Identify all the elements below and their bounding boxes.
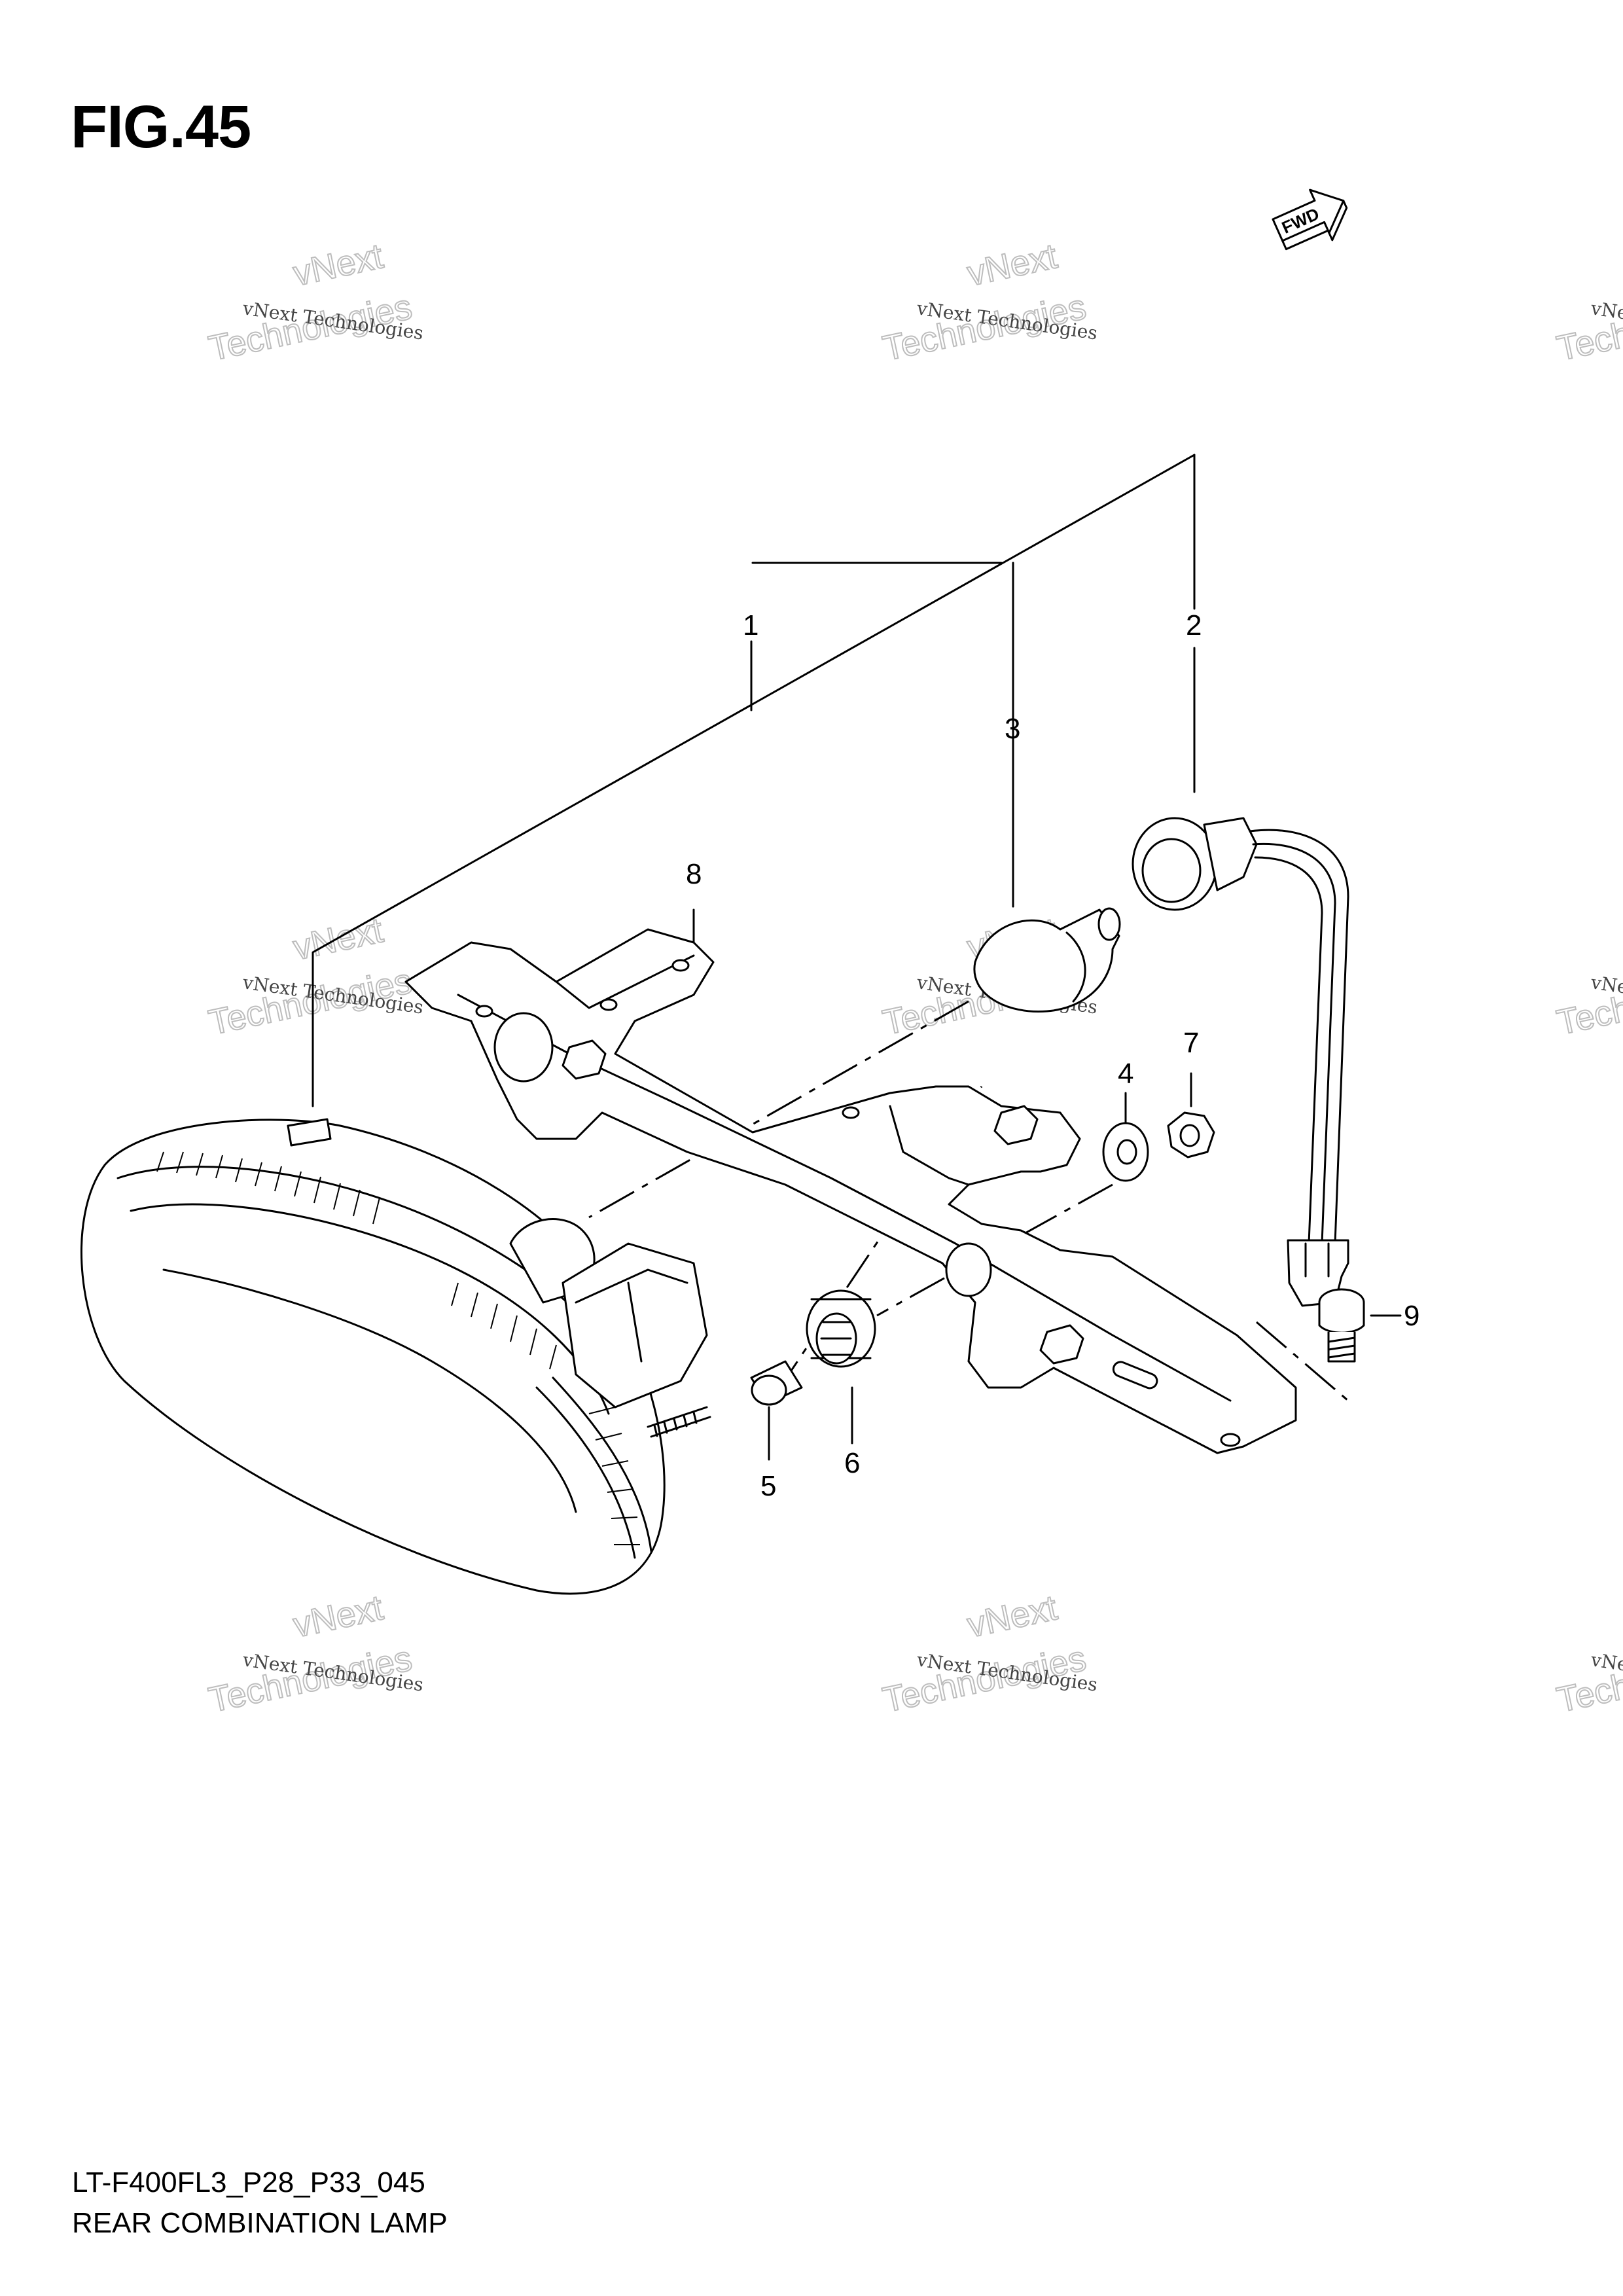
watermark: vNext Technologies vNext Technologies (205, 236, 425, 369)
watermark: vNext Technologies vNext Technologies (1553, 961, 1623, 1043)
bulb-part (973, 907, 1121, 1013)
callout-4: 4 (1118, 1058, 1133, 1090)
figure-title: FIG.45 (71, 94, 251, 160)
callout-9: 9 (1404, 1300, 1419, 1332)
watermark-big-1: vNext (290, 236, 387, 293)
bolt-part (1318, 1288, 1365, 1363)
watermark: vNext Technologies vNext Technologies (205, 910, 425, 1043)
callout-8: 8 (686, 858, 702, 890)
callout-1: 1 (743, 609, 758, 641)
grommet-part (806, 1289, 876, 1368)
watermark-big-2: Technologies (1554, 961, 1623, 1043)
lens-hatching (156, 1151, 640, 1545)
callout-labels: 1 2 3 4 5 6 7 8 9 (686, 609, 1419, 1502)
callout-5: 5 (760, 1470, 776, 1502)
socket-harness-part (1132, 817, 1349, 1307)
watermark-big-1: vNext (964, 1588, 1061, 1645)
watermark: vNext Technologies vNext Technologies (1553, 287, 1623, 369)
watermark-big-2: Technologies (1554, 1639, 1623, 1720)
fwd-arrow-icon: FWD (1272, 188, 1348, 251)
watermark-big-1: vNext (964, 236, 1061, 293)
leader-lines (312, 454, 1402, 1461)
watermark-big-2: Technologies (1554, 287, 1623, 368)
nut-part (1167, 1111, 1215, 1158)
section-name: REAR COMBINATION LAMP (72, 2207, 448, 2239)
tail-lamp-assembly (80, 1118, 711, 1595)
callout-6: 6 (844, 1447, 860, 1479)
watermark: vNext Technologies vNext Technologies (205, 1587, 425, 1721)
callout-3: 3 (1005, 713, 1020, 745)
model-code: LT-F400FL3_P28_P33_045 (72, 2166, 425, 2198)
watermark: vNext Technologies vNext Technologies (879, 1587, 1099, 1721)
callout-7: 7 (1183, 1027, 1199, 1059)
lamp-bracket (404, 928, 1297, 1454)
washer-part (1102, 1122, 1149, 1182)
collar-part (750, 1360, 803, 1406)
watermark-big-1: vNext (290, 1588, 387, 1645)
watermark: vNext Technologies vNext Technologies (1553, 1638, 1623, 1721)
callout-2: 2 (1186, 609, 1202, 641)
watermark: vNext Technologies vNext Technologies (879, 236, 1099, 369)
